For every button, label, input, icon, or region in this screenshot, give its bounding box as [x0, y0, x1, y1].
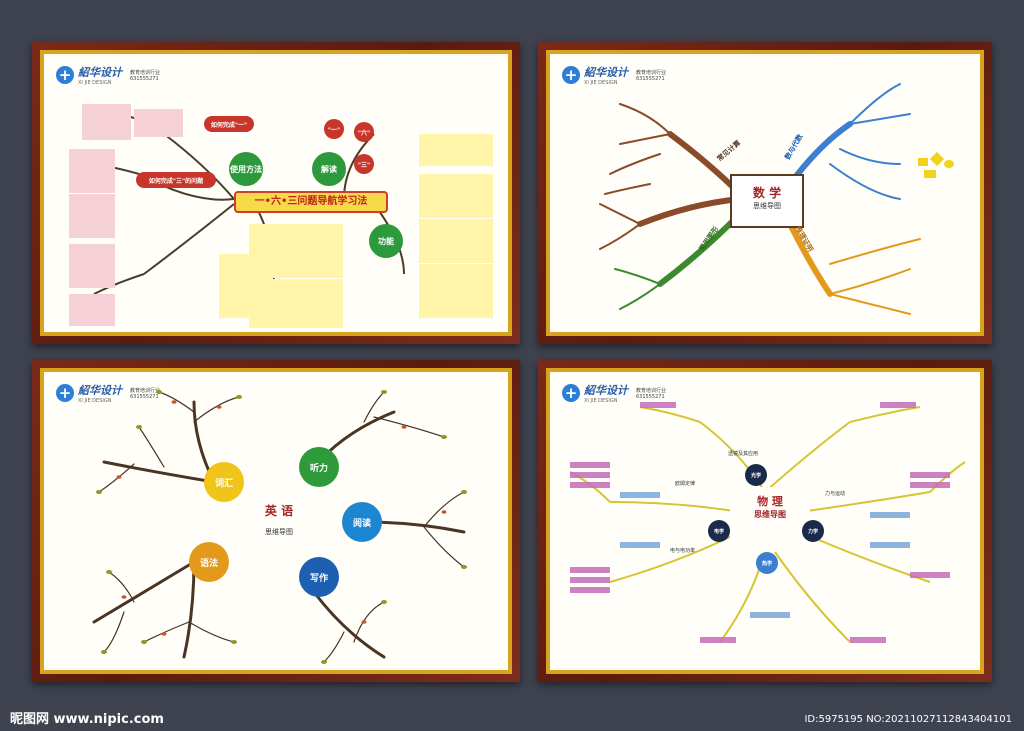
node-reading: 阅读	[342, 502, 382, 542]
node-optics: 光学	[745, 464, 767, 486]
label: 欧姆定律	[675, 481, 696, 487]
node-label: 阅读	[352, 518, 371, 529]
physics-title: 物 理	[757, 495, 783, 508]
bubble: "一"	[324, 119, 344, 139]
node-label: 写作	[309, 573, 328, 584]
brand-sub: XI JIE DESIGN	[584, 80, 618, 86]
logo-icon: +	[562, 66, 580, 84]
brand-phone: 631555271	[636, 393, 665, 400]
bubble: 如何完成"三"的问题	[136, 172, 216, 188]
node-label: 语法	[199, 558, 218, 569]
note	[69, 244, 115, 288]
node-electricity: 电学	[708, 520, 730, 542]
node-label: 光学	[750, 472, 761, 479]
node-label: 听力	[309, 463, 328, 474]
label: 电与电功率	[670, 548, 696, 554]
logo-icon: +	[56, 384, 74, 402]
node-listening: 听力	[299, 447, 339, 487]
note	[249, 279, 343, 328]
note	[419, 219, 493, 263]
note	[249, 224, 343, 278]
brand-tag: 教育培训行业	[636, 69, 667, 76]
label: 透镜及其应用	[728, 451, 759, 457]
node-interpret: 解读	[312, 152, 346, 186]
math-subtitle: 思维导图	[753, 202, 781, 210]
node-vocab: 词汇	[204, 462, 244, 502]
note	[134, 109, 183, 137]
logo-icon: +	[562, 384, 580, 402]
node-label: 热学	[761, 560, 772, 567]
brand-name: 紹华设计	[78, 66, 122, 79]
node-label: 力学	[807, 528, 818, 535]
brand-phone: 631555271	[130, 75, 159, 82]
shapes-group	[918, 151, 958, 184]
node-usage: 使用方法	[229, 152, 263, 186]
node-mechanics: 力学	[802, 520, 824, 542]
brand-tag: 教育培训行业	[130, 69, 161, 76]
title-banner: 一•六•三问题导航学习法	[234, 191, 388, 213]
brand-sub: XI JIE DESIGN	[78, 80, 112, 86]
brand-tag: 教育培训行业	[130, 387, 161, 394]
label: 力与运动	[825, 491, 846, 497]
brand-sub: XI JIE DESIGN	[78, 398, 112, 404]
physics-center: 物 理 思维导图	[730, 487, 810, 547]
brand-tag: 教育培训行业	[636, 387, 667, 394]
note	[69, 194, 115, 238]
node-writing: 写作	[299, 557, 339, 597]
brand-phone: 631555271	[130, 393, 159, 400]
brand-name: 紹华设计	[584, 66, 628, 79]
logo-icon: +	[56, 66, 74, 84]
brand-name: 紹华设计	[78, 384, 122, 397]
brand-name: 紹华设计	[584, 384, 628, 397]
brand-phone: 631555271	[636, 75, 665, 82]
node-label: 电学	[713, 528, 724, 535]
note	[419, 264, 493, 318]
node-label: 词汇	[214, 478, 233, 489]
note	[419, 134, 493, 166]
math-title: 数 学	[752, 186, 782, 200]
watermark-right: ID:5975195 NO:20211027112843404101	[804, 714, 1012, 725]
english-center: 英 语 思维导图	[244, 502, 314, 562]
watermark-left: 昵图网 www.nipic.com	[10, 712, 164, 727]
node-heat: 热学	[756, 552, 778, 574]
brand-sub: XI JIE DESIGN	[584, 398, 618, 404]
bubble: "六"	[354, 122, 374, 142]
bubble: 如何完成"一"	[204, 116, 254, 132]
mindmap-4-lines	[569, 402, 966, 643]
math-center: 数 学 思维导图	[730, 174, 804, 228]
bubble: "三"	[354, 154, 374, 174]
note	[69, 149, 115, 193]
physics-subtitle: 思维导图	[754, 510, 786, 519]
node-grammar: 语法	[189, 542, 229, 582]
note	[419, 174, 493, 218]
english-subtitle: 思维导图	[265, 528, 293, 536]
english-title: 英 语	[264, 504, 294, 518]
note	[82, 104, 131, 140]
node-function: 功能	[369, 224, 403, 258]
note	[69, 294, 115, 326]
